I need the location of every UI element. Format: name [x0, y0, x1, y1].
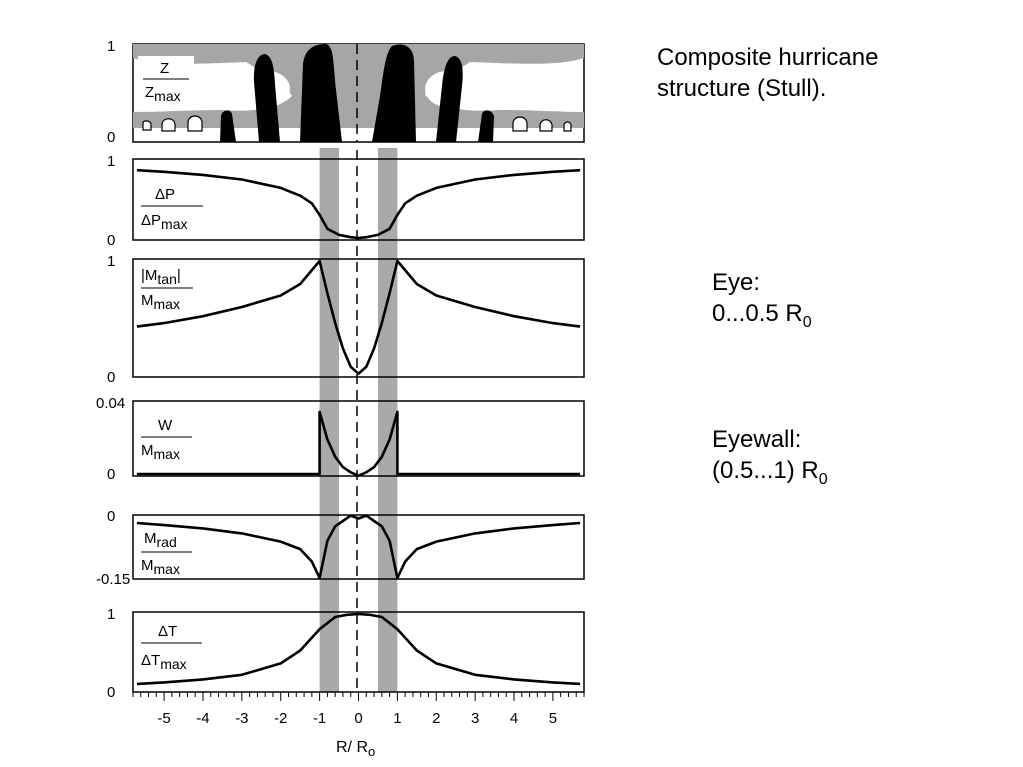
ytick-pressure-bottom: 0 — [107, 232, 115, 249]
eyewall-label: Eyewall: — [712, 426, 802, 453]
tower-right — [436, 56, 463, 142]
ytick-temperature-bottom: 0 — [107, 684, 115, 701]
ytick-radial-top: 0 — [107, 508, 115, 525]
ytick-tangential-top: 1 — [107, 253, 115, 270]
ylabel-tangential-num: |Mtan| — [141, 267, 181, 287]
curve-vertical — [136, 410, 581, 477]
ytick-cloud-bottom: 0 — [107, 129, 115, 146]
x-tick-label: 4 — [510, 710, 518, 727]
tower-far-right — [478, 110, 494, 142]
cumulus-1 — [142, 120, 152, 131]
cumulus-5 — [539, 119, 553, 132]
cumulus-6 — [563, 121, 572, 132]
tower-center-right — [372, 44, 416, 142]
cumulus-4 — [512, 116, 528, 132]
curve-tangential — [136, 259, 581, 375]
x-tick-label: 5 — [549, 710, 557, 727]
panel-radial-frame — [132, 514, 585, 580]
ytick-vertical-bottom: 0 — [107, 466, 115, 483]
x-tick-label: 1 — [393, 710, 401, 727]
x-tick-label: -2 — [274, 710, 287, 727]
panel-cloud — [132, 43, 585, 143]
x-tick-label: 2 — [432, 710, 440, 727]
ytick-tangential-bottom: 0 — [107, 369, 115, 386]
x-tick-label: -5 — [157, 710, 170, 727]
x-axis-label: R/ Ro — [336, 739, 375, 759]
eye-range: 0...0.5 R0 — [712, 300, 812, 331]
x-tick-label: -4 — [196, 710, 209, 727]
eye-note: Eye: 0...0.5 R0 — [712, 267, 812, 338]
eye-label: Eye: — [712, 269, 761, 296]
ylabel-vertical-den: Mmax — [141, 442, 180, 462]
caption-line-1: Composite hurricane — [657, 44, 879, 71]
ytick-radial-bottom: -0.15 — [96, 571, 130, 588]
tower-far-left — [220, 110, 236, 142]
curves — [136, 168, 581, 686]
curve-temperature — [136, 612, 581, 686]
figure-caption: Composite hurricane structure (Stull). — [657, 42, 878, 104]
ylabel-tangential-den: Mmax — [141, 292, 180, 312]
cumulus-3 — [187, 115, 203, 132]
ylabel-cloud-den: Zmax — [145, 84, 181, 104]
cumulus-2 — [161, 118, 176, 132]
tower-center-left — [300, 44, 342, 142]
curve-pressure — [136, 168, 581, 240]
ylabel-cloud-num: Z — [160, 60, 169, 77]
ylabel-vertical-num: W — [158, 417, 173, 434]
tower-left — [253, 54, 280, 142]
eyewall-range: (0.5...1) R0 — [712, 457, 828, 488]
ylabel-radial-num: Mrad — [144, 530, 177, 550]
eyewall-note: Eyewall: (0.5...1) R0 — [712, 424, 828, 495]
ytick-vertical-top: 0.04 — [96, 395, 125, 412]
x-tick-label: 0 — [354, 710, 362, 727]
curve-radial — [136, 514, 581, 580]
ylabel-radial-den: Mmax — [141, 557, 180, 577]
ylabel-pressure-num: ΔP — [155, 186, 175, 203]
caption-line-2: structure (Stull). — [657, 75, 827, 102]
ylabel-temperature-num: ΔT — [158, 623, 177, 640]
ylabel-temperature-den: ΔTmax — [141, 652, 187, 672]
x-tick-label: -3 — [235, 710, 248, 727]
ytick-temperature-top: 1 — [107, 606, 115, 623]
panel-pressure-frame — [132, 158, 585, 241]
ylabel-pressure-den: ΔPmax — [141, 212, 187, 232]
cloud-anvil — [133, 44, 584, 128]
ytick-pressure-top: 1 — [107, 153, 115, 170]
x-tick-label: -1 — [313, 710, 326, 727]
panel-tangential-frame — [132, 258, 585, 378]
x-tick-label: 3 — [471, 710, 479, 727]
ytick-cloud-top: 1 — [107, 38, 115, 55]
panel-vertical-frame — [132, 400, 585, 477]
x-axis: -5 -4 -3 -2 -1 0 1 2 3 4 5 — [132, 692, 585, 727]
